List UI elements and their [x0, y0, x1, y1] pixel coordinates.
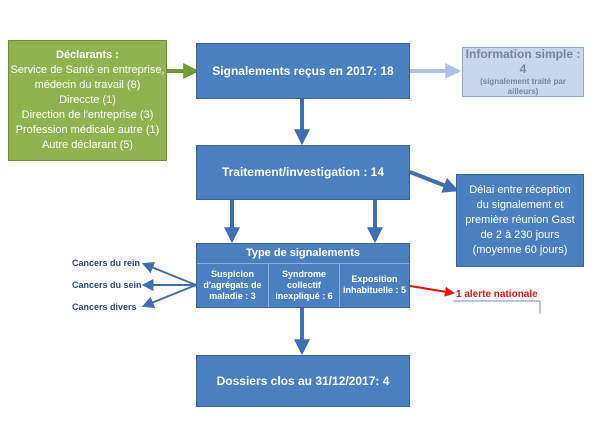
- arrow-to-alerte: [409, 285, 455, 297]
- delai-line: du signalement et: [476, 199, 564, 211]
- types-cell-exposition: Exposition inhabituelle : 5: [342, 274, 406, 295]
- signalements-label: Signalements reçus en 2017: 18: [212, 63, 394, 78]
- declarants-title: Déclarants :: [56, 49, 119, 61]
- declarants-line: Direccte (1): [59, 94, 116, 106]
- info-simple-title: Information simple : 4: [465, 47, 581, 76]
- types-box: Type de signalements: [196, 243, 410, 308]
- types-cell-syndrome: Syndrome collectif inexpliqué : 6: [269, 263, 340, 307]
- declarants-box: Déclarants : Service de Santé en entrepr…: [8, 40, 167, 161]
- delai-line: de 2 à 230 jours: [480, 229, 560, 241]
- arrow-to-cancer-rein: [141, 262, 197, 286]
- traitement-label: Traitement/investigation : 14: [221, 165, 385, 179]
- declarants-line: Direction de l'entreprise (3): [21, 109, 154, 121]
- types-title: Type de signalements: [197, 244, 409, 264]
- dossiers-label: Dossiers clos au 31/12/2017: 4: [216, 373, 390, 388]
- declarants-line: Autre déclarant (5): [41, 139, 134, 151]
- delai-line: (moyenne 60 jours): [472, 244, 568, 256]
- info-simple-note: (signalement traité par ailleurs): [480, 77, 566, 96]
- declarants-line: Service de Santé en entreprise,: [10, 64, 165, 76]
- cancer-divers-label: Cancers divers: [72, 302, 137, 312]
- arrow-to-cancer-divers: [141, 284, 197, 308]
- delai-line: première réunion Gast: [465, 214, 575, 226]
- delai-line: Délai entre réception: [469, 184, 571, 196]
- traitement-box: Traitement/investigation : 14: [196, 145, 410, 200]
- alerte-label: 1 alerte nationale: [456, 289, 538, 300]
- cancer-rein-label: Cancers du rein: [72, 258, 141, 268]
- dossiers-box: Dossiers clos au 31/12/2017: 4: [196, 355, 410, 407]
- cancer-sein-label: Cancers du sein: [72, 280, 142, 290]
- arrow-traitement-to-delai: [409, 170, 459, 193]
- signalements-box: Signalements reçus en 2017: 18: [196, 43, 410, 99]
- delai-box: Délai entre réception du signalement et …: [456, 174, 584, 267]
- info-simple-box: Information simple : 4 (signalement trai…: [462, 47, 584, 97]
- types-cell-agregats: Suspicion d'agrégats de maladie : 3: [197, 263, 269, 307]
- declarants-line: médecin du travail (8): [34, 79, 141, 91]
- declarants-line: Profession médicale autre (1): [15, 124, 160, 136]
